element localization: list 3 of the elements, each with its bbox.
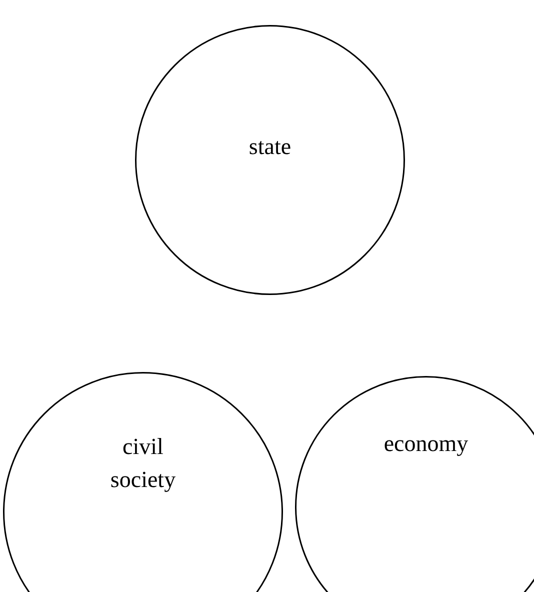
node-label: economy	[382, 430, 470, 458]
node-label: state	[248, 133, 292, 161]
node-label: civil society	[109, 433, 177, 494]
